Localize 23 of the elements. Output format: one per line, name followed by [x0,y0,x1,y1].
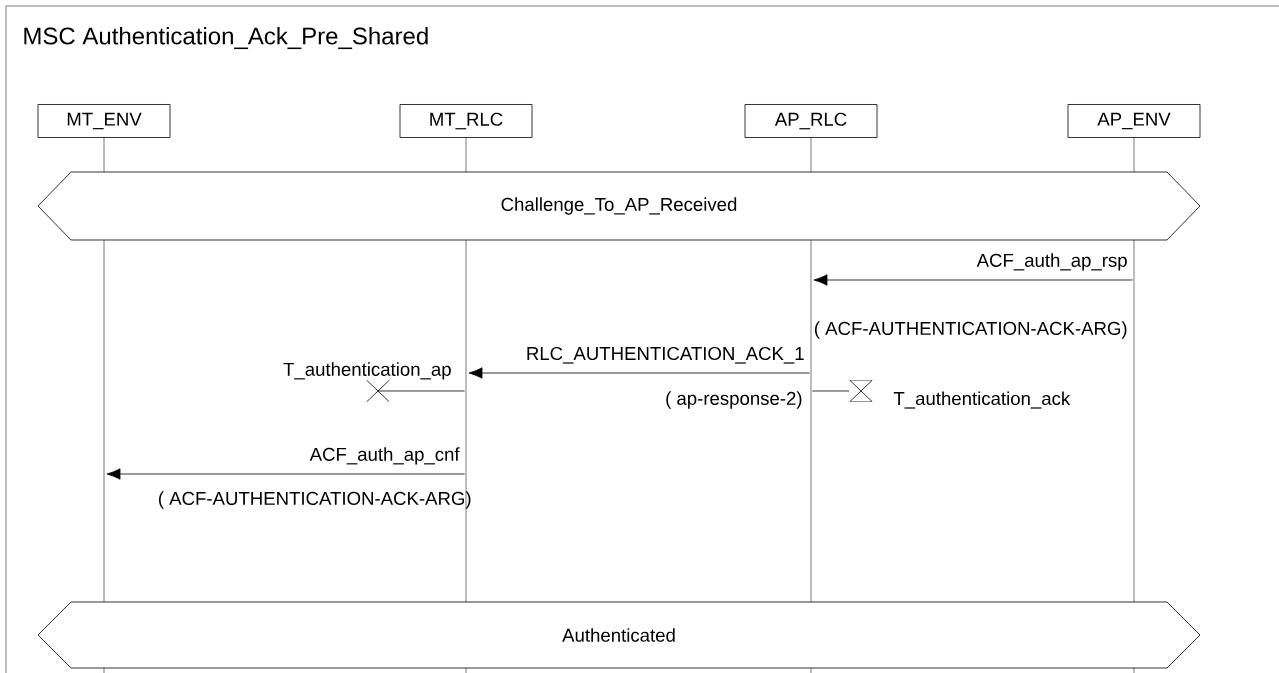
timer-line [377,390,465,392]
timer-name: T_authentication_ack [893,391,1071,409]
timer-stop-symbol [366,380,390,402]
instance-box: MT_ENV [37,104,171,138]
node-label: Authenticated [562,628,675,642]
condition-hexagon: Challenge_To_AP_Received [37,171,1201,241]
timer-line [812,390,850,392]
message-name: ACF_auth_ap_cnf [309,447,460,465]
message-arrow [106,468,465,480]
message-parameter: ( ACF-AUTHENTICATION-ACK-ARG) [159,491,471,509]
condition-hexagon: Authenticated [37,601,1201,669]
instance-box: AP_ENV [1067,104,1201,138]
instance-box: MT_RLC [399,104,533,138]
message-parameter: ( ap-response-2) [666,391,802,409]
message-name: ACF_auth_ap_rsp [976,253,1127,271]
timer-start-symbol [849,380,873,402]
message-arrow [468,367,810,379]
message-parameter: ( ACF-AUTHENTICATION-ACK-ARG) [815,321,1127,339]
timer-name: T_authentication_ap [283,362,451,380]
instance-box: AP_RLC [744,104,878,138]
message-name: RLC_AUTHENTICATION_ACK_1 [527,346,804,364]
title: MSC Authentication_Ack_Pre_Shared [24,26,428,50]
message-arrow [813,274,1133,286]
